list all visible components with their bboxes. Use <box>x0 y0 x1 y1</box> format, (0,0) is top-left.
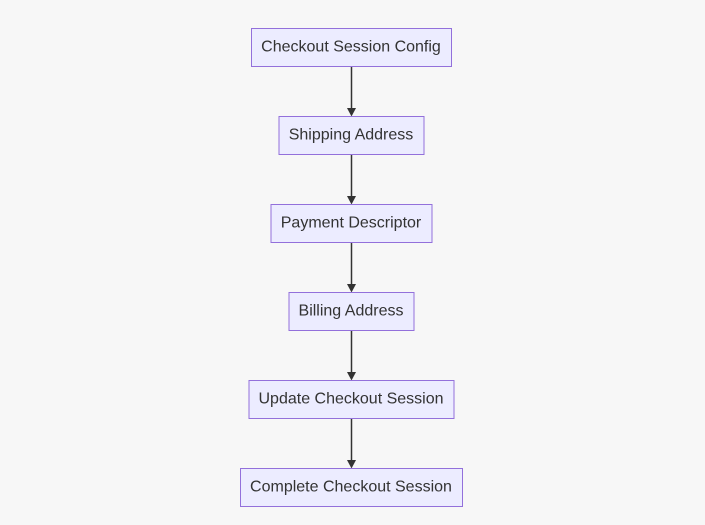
node-label-complete-checkout-session: Complete Checkout Session <box>250 479 452 496</box>
node-update-checkout-session: Update Checkout Session <box>248 380 455 419</box>
node-box-complete-checkout-session <box>240 468 463 507</box>
node-box-payment-descriptor <box>270 204 433 243</box>
arrow-head-icon <box>347 196 356 205</box>
node-label-shipping-address: Shipping Address <box>289 127 414 144</box>
edge-payment-descriptor-to-billing-address <box>347 243 356 293</box>
node-label-payment-descriptor: Payment Descriptor <box>281 215 422 232</box>
edge-update-checkout-session-to-complete-checkout-session <box>347 419 356 469</box>
node-box-shipping-address <box>278 116 425 155</box>
node-payment-descriptor: Payment Descriptor <box>270 204 433 243</box>
node-box-update-checkout-session <box>248 380 455 419</box>
node-shipping-address: Shipping Address <box>278 116 425 155</box>
arrow-head-icon <box>347 460 356 469</box>
edge-checkout-session-config-to-shipping-address <box>347 67 356 117</box>
arrow-head-icon <box>347 372 356 381</box>
node-label-checkout-session-config: Checkout Session Config <box>261 39 441 56</box>
node-checkout-session-config: Checkout Session Config <box>251 28 452 67</box>
node-label-update-checkout-session: Update Checkout Session <box>259 391 444 408</box>
node-label-billing-address: Billing Address <box>299 303 404 320</box>
node-box-checkout-session-config <box>251 28 452 67</box>
edge-shipping-address-to-payment-descriptor <box>347 155 356 205</box>
edges-layer <box>347 67 356 469</box>
node-billing-address: Billing Address <box>288 292 415 331</box>
node-complete-checkout-session: Complete Checkout Session <box>240 468 463 507</box>
edge-billing-address-to-update-checkout-session <box>347 331 356 381</box>
arrow-head-icon <box>347 284 356 293</box>
node-box-billing-address <box>288 292 415 331</box>
arrow-head-icon <box>347 108 356 117</box>
